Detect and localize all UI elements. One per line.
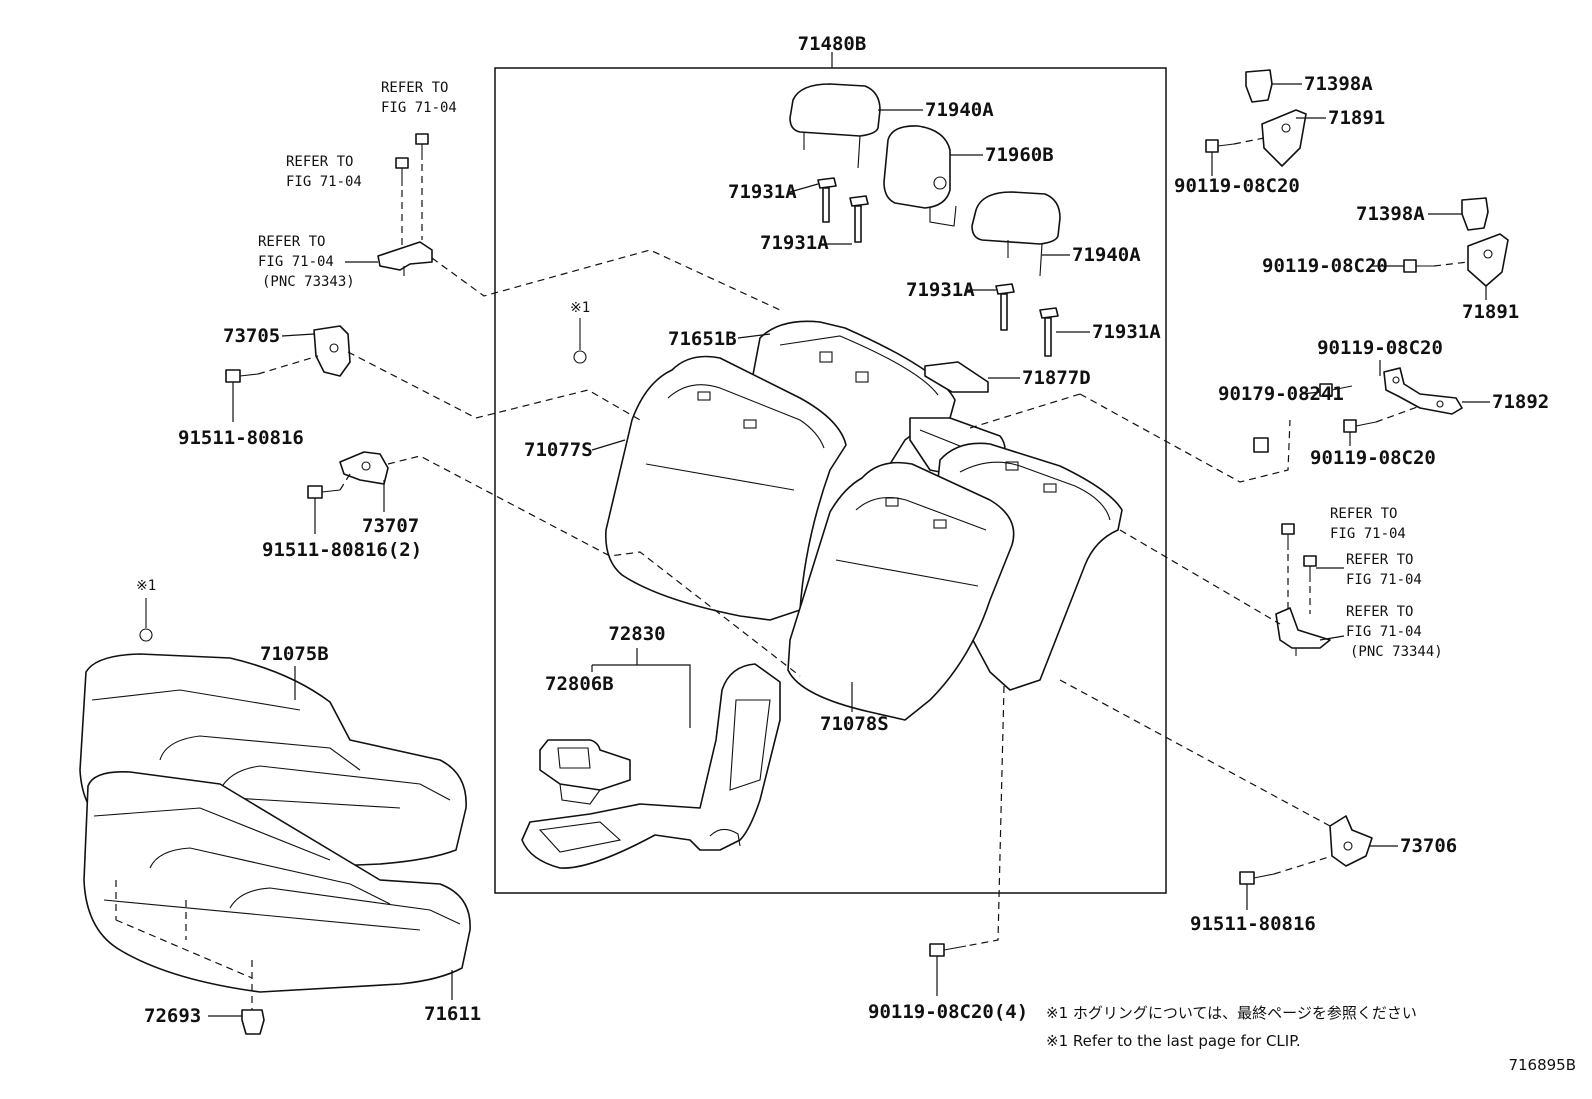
ref-fig-1: FIG 71-04 — [381, 100, 457, 116]
label-73707[interactable]: 73707 — [362, 515, 419, 537]
bolt-91511-80816-left[interactable] — [225, 369, 259, 383]
ref-refer-to-2: REFER TO — [286, 154, 353, 170]
headrest-left[interactable] — [789, 83, 881, 169]
bolt-top-right-2[interactable] — [1303, 555, 1317, 582]
armrest-cover-plate[interactable] — [924, 361, 989, 393]
note-japanese: ※1 ホグリングについては、最終ページを参照ください — [1046, 1004, 1417, 1022]
bolt-top-left-1[interactable] — [415, 133, 429, 160]
clip-icon-left — [139, 628, 153, 642]
bracket-73706[interactable] — [1329, 815, 1373, 867]
ref-pnc-right: (PNC 73344) — [1350, 644, 1443, 660]
ref-refer-to-3: REFER TO — [258, 234, 325, 250]
bracket-71891-top[interactable] — [1261, 109, 1307, 167]
label-71077S[interactable]: 71077S — [524, 439, 593, 461]
clip-72693[interactable] — [241, 1009, 265, 1035]
label-71877D[interactable]: 71877D — [1022, 367, 1091, 389]
label-71651B[interactable]: 71651B — [668, 328, 737, 350]
label-71931A-2[interactable]: 71931A — [760, 232, 829, 254]
label-71931A-4[interactable]: 71931A — [1092, 321, 1161, 343]
ref-refer-to-1: REFER TO — [381, 80, 448, 96]
cup-holder[interactable] — [539, 739, 631, 805]
note-english: ※1 Refer to the last page for CLIP. — [1046, 1032, 1301, 1050]
label-90119-08C20-4[interactable]: 90119-08C20(4) — [868, 1001, 1028, 1023]
ref-fig-2: FIG 71-04 — [286, 174, 362, 190]
label-71611[interactable]: 71611 — [424, 1003, 481, 1025]
bracket-71892[interactable] — [1383, 367, 1463, 415]
figure-id: 716895B — [1508, 1056, 1576, 1074]
label-71940A-upper[interactable]: 71940A — [925, 99, 994, 121]
bolt-91511-80816-right[interactable] — [1239, 871, 1275, 885]
bolt-90119-08C20-b[interactable] — [1403, 259, 1434, 273]
label-73705[interactable]: 73705 — [223, 325, 280, 347]
label-90119-08C20-a[interactable]: 90119-08C20 — [1174, 175, 1300, 197]
ref-refer-to-6: REFER TO — [1346, 604, 1413, 620]
label-72806B[interactable]: 72806B — [545, 673, 614, 695]
label-72830[interactable]: 72830 — [608, 623, 665, 645]
nut-71398A-mid[interactable] — [1461, 197, 1489, 231]
seat-cushion-pad[interactable] — [83, 770, 471, 993]
nut-90179-08241[interactable] — [1253, 437, 1269, 453]
clip-icon-center — [573, 350, 587, 364]
label-71891-top[interactable]: 71891 — [1328, 107, 1385, 129]
bolt-top-right-1[interactable] — [1281, 523, 1295, 550]
headrest-support-4[interactable] — [1039, 307, 1059, 357]
label-72693[interactable]: 72693 — [144, 1005, 201, 1027]
label-71960B[interactable]: 71960B — [985, 144, 1054, 166]
seatback-hinge-right[interactable] — [1275, 607, 1331, 656]
clip-mark-center: ※1 — [570, 300, 590, 316]
ref-refer-to-5: REFER TO — [1346, 552, 1413, 568]
label-90119-08C20-d[interactable]: 90119-08C20 — [1310, 447, 1436, 469]
label-71892[interactable]: 71892 — [1492, 391, 1549, 413]
label-71931A-3[interactable]: 71931A — [906, 279, 975, 301]
bolt-90119-08C20-4[interactable] — [929, 943, 967, 957]
nut-71398A-top[interactable] — [1245, 69, 1273, 103]
label-71891-mid[interactable]: 71891 — [1462, 301, 1519, 323]
label-90119-08C20-b[interactable]: 90119-08C20 — [1262, 255, 1388, 277]
bracket-73705[interactable] — [313, 325, 351, 377]
bracket-73707[interactable] — [339, 451, 389, 485]
bolt-90119-08C20-d[interactable] — [1343, 419, 1377, 433]
ref-refer-to-4: REFER TO — [1330, 506, 1397, 522]
headrest-center[interactable] — [883, 125, 957, 227]
label-71480B[interactable]: 71480B — [798, 33, 867, 55]
bolt-top-left-2[interactable] — [395, 157, 409, 186]
armrest[interactable] — [521, 663, 781, 869]
label-91511-80816-left[interactable]: 91511-80816 — [178, 427, 304, 449]
label-91511-80816-right[interactable]: 91511-80816 — [1190, 913, 1316, 935]
label-73706[interactable]: 73706 — [1400, 835, 1457, 857]
label-91511-80816-2[interactable]: 91511-80816(2) — [262, 539, 422, 561]
seatback-hinge-left[interactable] — [377, 241, 433, 276]
label-71398A-top[interactable]: 71398A — [1304, 73, 1373, 95]
label-71940A-lower[interactable]: 71940A — [1072, 244, 1141, 266]
ref-fig-5: FIG 71-04 — [1346, 572, 1422, 588]
headrest-support-2[interactable] — [849, 195, 869, 243]
headrest-support-3[interactable] — [995, 283, 1015, 331]
bolt-90179-08241[interactable] — [1319, 383, 1353, 397]
bolt-90119-08C20-a[interactable] — [1205, 139, 1235, 153]
label-71398A-mid[interactable]: 71398A — [1356, 203, 1425, 225]
label-71078S[interactable]: 71078S — [820, 713, 889, 735]
seatback-right-front[interactable] — [787, 461, 1015, 721]
ref-fig-4: FIG 71-04 — [1330, 526, 1406, 542]
label-71931A-1[interactable]: 71931A — [728, 181, 797, 203]
bolt-91511-80816-2[interactable] — [307, 485, 341, 499]
ref-pnc-left: (PNC 73343) — [262, 274, 355, 290]
ref-fig-6: FIG 71-04 — [1346, 624, 1422, 640]
label-90179-08241[interactable]: 90179-08241 — [1218, 383, 1344, 405]
bracket-71891-mid[interactable] — [1467, 233, 1509, 287]
label-71075B[interactable]: 71075B — [260, 643, 329, 665]
headrest-right[interactable] — [971, 191, 1061, 277]
label-90119-08C20-c[interactable]: 90119-08C20 — [1317, 337, 1443, 359]
clip-mark-left: ※1 — [136, 578, 156, 594]
ref-fig-3: FIG 71-04 — [258, 254, 334, 270]
assembly-frame — [494, 67, 1167, 894]
headrest-support-1[interactable] — [817, 177, 837, 223]
